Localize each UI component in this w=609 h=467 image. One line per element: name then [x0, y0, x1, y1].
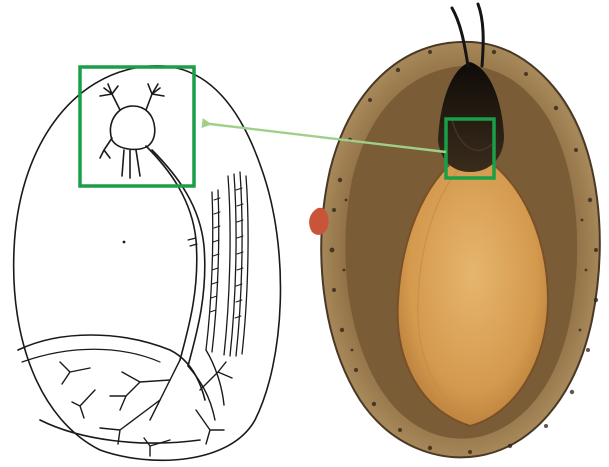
nervous-system-drawing	[14, 66, 281, 461]
drawing-highlight-box	[80, 67, 194, 186]
cut-tissue	[309, 208, 328, 235]
visceral-nerves	[60, 350, 232, 456]
shell-outline	[14, 66, 281, 461]
abalone-photo	[309, 4, 600, 457]
cerebral-ganglion	[100, 84, 164, 178]
gill-strands	[206, 172, 248, 356]
pedal-nerve-cord	[146, 146, 197, 360]
